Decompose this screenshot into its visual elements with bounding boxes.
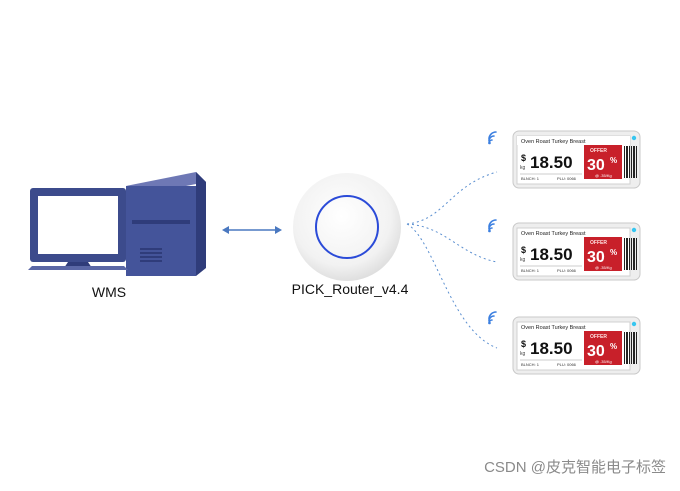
tag-price: 18.50 <box>530 153 573 172</box>
esl-tag-bottom: Oven Roast Turkey Breast $ kg 18.50 OFFE… <box>512 316 642 381</box>
wifi-icon <box>488 131 497 145</box>
tag-sku-right: PLU: 0066 <box>557 176 577 181</box>
link-line-top <box>406 171 498 225</box>
tag-offer-label: OFFER <box>590 334 607 340</box>
esl-tag-top: Oven Roast Turkey Breast $ kg 18.50 OFFE… <box>512 130 642 195</box>
tag-offer-note: @ .35/Kg <box>595 359 612 364</box>
wms-label: WMS <box>91 284 127 300</box>
tag-unit: kg <box>520 165 526 171</box>
status-led <box>631 135 637 141</box>
router-ring <box>315 195 379 259</box>
tag-currency: $ <box>521 339 526 349</box>
tag-sku-right: PLU: 0066 <box>557 268 577 273</box>
wifi-icon <box>488 219 497 233</box>
tag-percent: % <box>610 156 617 165</box>
tag-discount: 30 <box>587 157 605 174</box>
tag-currency: $ <box>521 153 526 163</box>
tag-price: 18.50 <box>530 245 573 264</box>
tag-offer-panel <box>584 145 622 179</box>
status-led <box>631 227 637 233</box>
wireless-links <box>406 171 498 349</box>
wifi-icon <box>488 311 497 325</box>
tag-sku-left: BLNCH: 1 <box>521 268 540 273</box>
tag-sku-left: BLNCH: 1 <box>521 362 540 367</box>
tag-offer-note: @ .35/Kg <box>595 265 612 270</box>
tag-discount: 30 <box>587 343 605 360</box>
tower-vent <box>140 248 162 262</box>
esl-tag-middle: Oven Roast Turkey Breast $ kg 18.50 OFFE… <box>512 222 642 287</box>
tag-sku-right: PLU: 0066 <box>557 362 577 367</box>
barcode <box>624 146 637 178</box>
tag-title: Oven Roast Turkey Breast <box>521 139 586 145</box>
tag-currency: $ <box>521 245 526 255</box>
tag-percent: % <box>610 248 617 257</box>
tag-offer-label: OFFER <box>590 148 607 154</box>
tag-percent: % <box>610 342 617 351</box>
tag-unit: kg <box>520 257 526 263</box>
tag-offer-label: OFFER <box>590 240 607 246</box>
monitor-screen <box>38 196 118 254</box>
tag-discount: 30 <box>587 249 605 266</box>
tag-offer-panel <box>584 331 622 365</box>
barcode <box>624 332 637 364</box>
tag-unit: kg <box>520 351 526 357</box>
tag-sku-left: BLNCH: 1 <box>521 176 540 181</box>
watermark: CSDN @皮克智能电子标签 <box>484 459 666 476</box>
bidirectional-arrow-icon <box>222 226 282 234</box>
tag-title: Oven Roast Turkey Breast <box>521 231 586 237</box>
status-led <box>631 321 637 327</box>
tag-price: 18.50 <box>530 339 573 358</box>
tag-offer-panel <box>584 237 622 271</box>
tower-side <box>196 172 206 276</box>
link-line-middle <box>406 223 498 263</box>
router-body <box>293 173 401 281</box>
barcode <box>624 238 637 270</box>
tag-title: Oven Roast Turkey Breast <box>521 325 586 331</box>
computer-icon <box>28 172 206 276</box>
tag-offer-note: @ .35/Kg <box>595 173 612 178</box>
keyboard <box>28 266 128 270</box>
link-line-bottom <box>406 223 498 349</box>
router-label: PICK_Router_v4.4 <box>291 281 409 297</box>
tower-front <box>126 186 196 276</box>
router-icon <box>293 173 401 281</box>
